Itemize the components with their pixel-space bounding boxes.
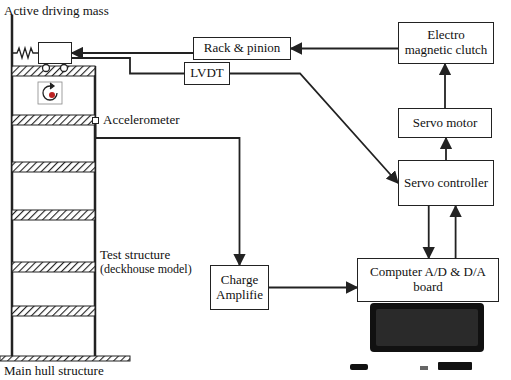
active-driving-mass: Active driving mass	[38, 42, 72, 64]
node-text: LVDT	[190, 66, 223, 81]
signal-connector	[72, 52, 193, 54]
structure-label: (deckhouse model)	[100, 263, 192, 276]
node-text: Active driving mass	[4, 4, 109, 19]
node-text: Accelerometer	[103, 113, 180, 128]
node-text: Servo motor	[413, 116, 478, 131]
node-text: Rack & pinion	[204, 41, 281, 56]
node-text: Charge Amplifie	[215, 273, 264, 303]
accelerometer: Accelerometer	[92, 117, 99, 124]
structure-frame	[12, 15, 95, 360]
computer-board-box: Computer A/D & D/A board	[357, 258, 499, 302]
base-label: Main hull structure	[4, 364, 104, 378]
spring-symbol	[12, 48, 38, 58]
keyboard-mouse	[350, 362, 472, 370]
lvdt-box: LVDT	[184, 62, 230, 85]
signal-connector	[445, 138, 447, 160]
rotation-symbol	[38, 82, 62, 104]
signal-connector	[455, 206, 457, 258]
roller-wheels	[43, 65, 68, 72]
node-text: Electro magnetic clutch	[403, 28, 489, 58]
signal-connector	[72, 58, 184, 74]
node-text: Servo controller	[404, 176, 488, 191]
servo-controller-box: Servo controller	[398, 160, 494, 206]
rack-pinion-box: Rack & pinion	[193, 37, 291, 60]
servo-motor-box: Servo motor	[398, 108, 492, 138]
signal-connector	[230, 74, 398, 184]
signal-connector	[269, 287, 357, 289]
base-ground	[0, 356, 130, 361]
signal-connector	[428, 206, 430, 258]
signal-connector	[291, 48, 398, 50]
floor-slabs	[12, 66, 95, 316]
signal-connector	[444, 64, 446, 108]
clutch-box: Electro magnetic clutch	[398, 22, 494, 64]
computer-monitor	[370, 303, 484, 352]
signal-connector	[96, 124, 240, 265]
structure-label: Test structure	[100, 248, 170, 262]
charge-amplifier-box: Charge Amplifie	[210, 265, 269, 310]
node-text: Computer A/D & D/A board	[362, 265, 494, 295]
